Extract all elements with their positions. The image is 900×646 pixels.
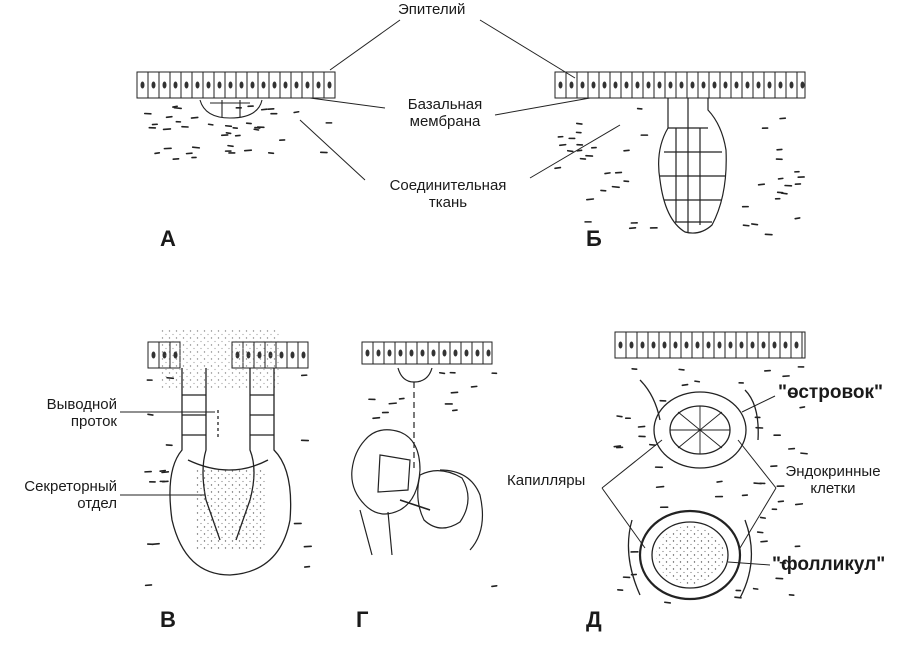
panel-label-v: В xyxy=(160,607,176,632)
panel-label-b: Б xyxy=(586,226,602,251)
panel-a-bud xyxy=(199,99,263,119)
label-endocrine-l1: Эндокринные xyxy=(785,463,881,480)
cell-rows xyxy=(136,71,806,369)
label-connective-l2: ткань xyxy=(428,194,468,211)
label-duct: Выводной проток xyxy=(20,396,117,430)
panel-label-a: А xyxy=(160,226,176,251)
leader-lines xyxy=(120,19,777,566)
label-islet: "островок" xyxy=(778,382,884,403)
label-secretory-l2: отдел xyxy=(77,495,117,512)
panel-label-d: Д xyxy=(586,607,602,632)
label-basal-membrane: Базальная мембрана xyxy=(393,96,497,130)
label-secretory: Секреторный отдел xyxy=(0,478,117,512)
label-secretory-l1: Секреторный xyxy=(24,478,117,495)
epithelial-cell-row xyxy=(614,331,806,359)
epithelial-cell-row xyxy=(361,341,493,365)
epithelial-cell-row xyxy=(554,71,806,99)
label-connective-l1: Соединительная xyxy=(389,177,507,194)
epithelial-cell-row xyxy=(136,71,336,99)
panel-g-gland xyxy=(351,367,483,556)
label-duct-l1: Выводной xyxy=(46,396,117,413)
panel-label-g: Г xyxy=(356,607,369,632)
label-endocrine-cells: Эндокринные клетки xyxy=(780,463,886,497)
label-basal-membrane-l1: Базальная xyxy=(407,96,483,113)
connective-tissue-texture xyxy=(143,105,808,604)
label-capillaries: Капилляры xyxy=(507,472,586,489)
panel-v-gland xyxy=(160,330,292,576)
label-epithelium: Эпителий xyxy=(398,1,466,18)
label-follicle: "фолликул" xyxy=(772,554,886,575)
panel-d-structures xyxy=(627,379,759,601)
panel-b-cord xyxy=(658,98,727,234)
label-basal-membrane-l2: мембрана xyxy=(409,113,481,130)
label-endocrine-l2: клетки xyxy=(810,480,856,497)
label-duct-l2: проток xyxy=(70,413,117,430)
label-connective-tissue: Соединительная ткань xyxy=(368,177,528,211)
